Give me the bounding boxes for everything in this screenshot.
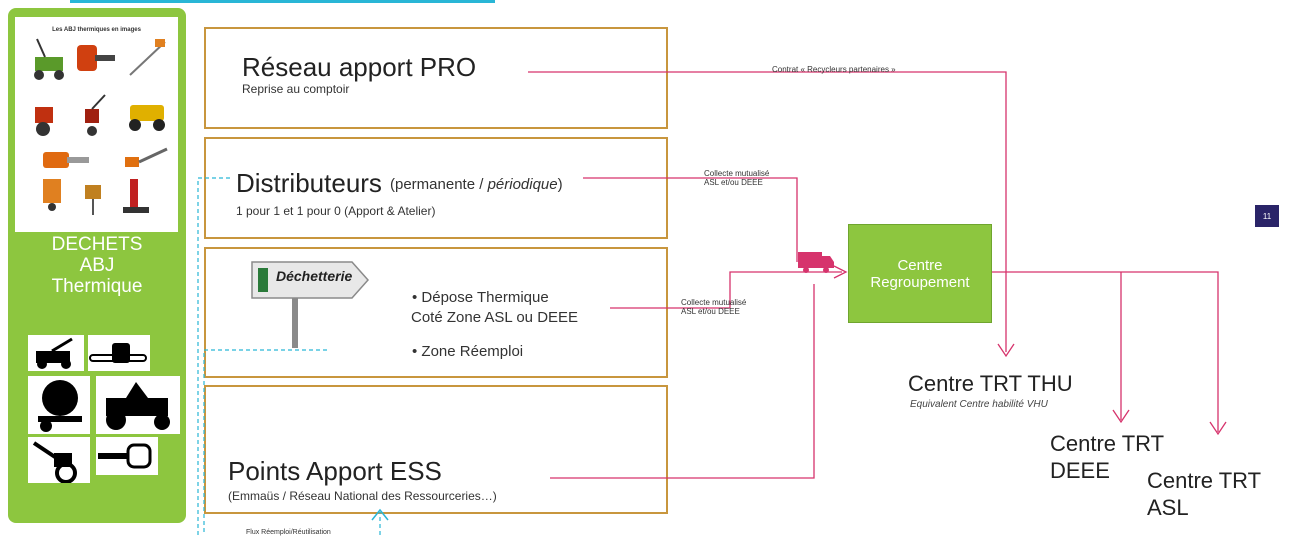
label-collecte-1-line-1: Collecte mutualisé — [704, 169, 770, 178]
top-accent-line — [70, 0, 495, 3]
distrib-qualifier: (permanente / périodique) — [390, 176, 563, 193]
lawnmower-icon — [28, 335, 84, 371]
ess-title: Points Apport ESS — [228, 456, 442, 486]
tiller-photo — [35, 107, 53, 136]
dest-asl-line-1: Centre TRT — [1147, 468, 1262, 493]
distrib-subtitle: 1 pour 1 et 1 pour 0 (Apport & Atelier) — [236, 204, 436, 218]
dest-thu-subtitle: Equivalent Centre habilité VHU — [910, 399, 1048, 410]
dest-thu-title: Centre TRT THU — [908, 371, 1073, 396]
decheterie-sign-text: Déchetterie — [276, 268, 353, 284]
hedge-trimmer-photo — [125, 147, 168, 167]
sidebar-title-line-2: ABJ — [79, 255, 115, 276]
distrib-qualifier-b: périodique — [487, 176, 558, 193]
reuse-line-distrib — [197, 177, 230, 535]
chainsaw-photo — [43, 152, 89, 168]
arrow-center — [833, 265, 848, 279]
sidebar-title-line-3: Thermique — [51, 276, 143, 297]
label-collecte-1-line-2: ASL et/ou DEEE — [704, 178, 763, 187]
hedge-trimmer-icon — [96, 437, 158, 475]
distrib-title: Distributeurs — [236, 168, 382, 198]
brushcutter-photo — [129, 39, 166, 76]
line-distrib-to-truck — [583, 177, 798, 262]
truck-icon — [798, 252, 834, 273]
tool-photos — [34, 38, 168, 215]
label-collecte-2-line-2: ASL et/ou DEEE — [681, 307, 740, 316]
box-distributeurs — [204, 137, 668, 239]
line-decheterie-to-center — [610, 271, 842, 309]
small-tiller-photo — [85, 94, 106, 136]
line-ess-to-center — [550, 284, 815, 479]
label-contrat: Contrat « Recycleurs partenaires » — [772, 65, 896, 74]
sidebar-title-line-1: DECHETS — [51, 234, 143, 255]
centre-regroupement: Centre Regroupement — [848, 224, 992, 323]
label-collecte-2-line-1: Collecte mutualisé — [681, 298, 747, 307]
sidebar-title: DECHETS ABJ Thermique — [8, 234, 186, 297]
distrib-qualifier-c: ) — [557, 176, 563, 193]
decheterie-bullet-2: • Zone Réemploi — [412, 343, 524, 360]
tiller-icon — [28, 437, 90, 484]
center-line-1: Centre — [897, 256, 943, 274]
reuse-line-decheterie — [203, 349, 327, 535]
center-line-2: Regroupement — [870, 273, 970, 291]
log-splitter-photo — [123, 179, 149, 213]
arrow-thu — [997, 343, 1015, 358]
page-number-badge: 11 — [1255, 205, 1279, 227]
ride-on-photo — [129, 105, 165, 131]
auger-photo — [85, 185, 101, 215]
decheterie-bullet-1-line-2: Coté Zone ASL ou DEEE — [411, 309, 579, 326]
tool-catalog-image: Les ABJ thermiques en images — [15, 17, 178, 232]
dest-deee: Centre TRT DEEE — [1050, 430, 1164, 484]
decheterie-sign-icon — [251, 261, 370, 348]
dest-asl-line-2: ASL — [1147, 495, 1189, 520]
chainsaw-icon — [88, 335, 150, 371]
arrow-asl — [1209, 421, 1227, 436]
pro-subtitle: Reprise au comptoir — [242, 82, 350, 96]
decheterie-bullet-1-line-1: • Dépose Thermique — [412, 289, 549, 306]
line-center-to-asl — [992, 271, 1219, 432]
lawnmower-photo — [34, 38, 64, 80]
reuse-arrow — [371, 508, 389, 521]
dest-deee-line-2: DEEE — [1050, 458, 1110, 483]
box-reseau-pro — [204, 27, 668, 129]
blower-photo — [77, 45, 115, 71]
shredder-photo — [43, 179, 61, 211]
ride-on-mower-icon — [96, 376, 180, 434]
pro-title: Réseau apport PRO — [242, 52, 477, 82]
distrib-qualifier-a: (permanente / — [390, 176, 488, 193]
dest-asl: Centre TRT ASL — [1147, 467, 1261, 521]
cement-mixer-icon — [28, 376, 90, 434]
ess-subtitle: (Emmaüs / Réseau National des Ressourcer… — [228, 489, 497, 503]
box-ess — [204, 385, 668, 514]
dest-deee-line-1: Centre TRT — [1050, 431, 1165, 456]
label-reemploi: Flux Réemploi/Réutilisation — [246, 529, 331, 536]
arrow-deee — [1112, 409, 1130, 424]
catalog-title: Les ABJ thermiques en images — [52, 27, 141, 33]
line-pro-to-thu — [528, 71, 1007, 352]
